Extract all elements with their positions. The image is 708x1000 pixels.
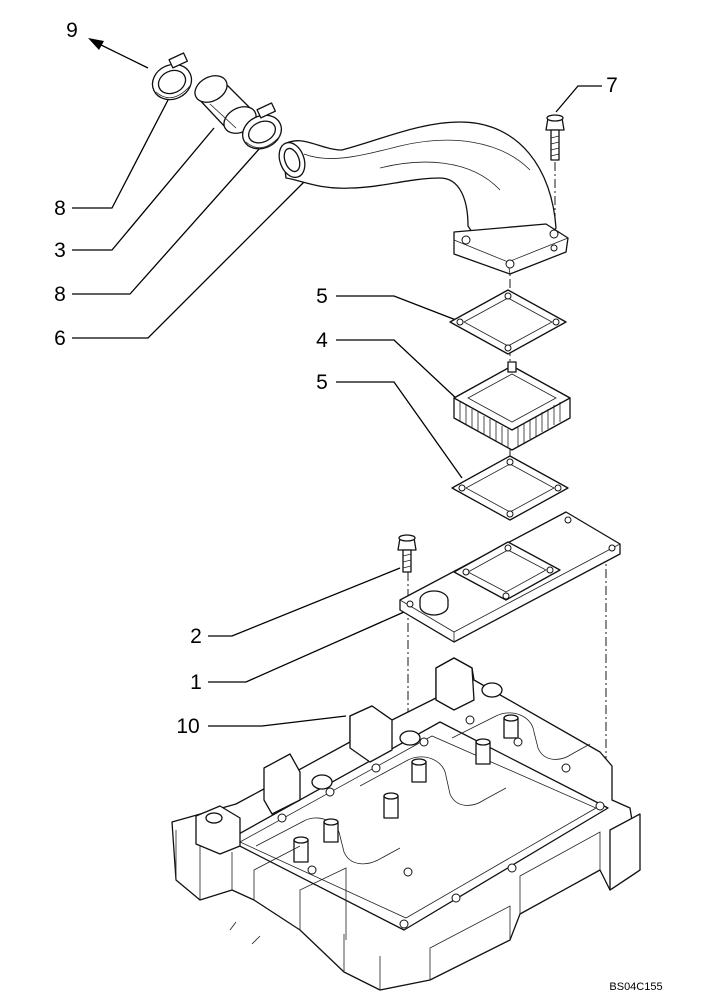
gasket-upper — [449, 289, 567, 355]
leader-6 — [72, 181, 305, 339]
finned-heater-block — [453, 361, 571, 451]
drawing-code: BS04C155 — [609, 981, 662, 993]
callout-8-top: 8 — [54, 197, 66, 220]
leader-1 — [208, 611, 405, 683]
arrow-icon — [88, 38, 104, 50]
callout-8-lower: 8 — [54, 283, 66, 306]
leader-4 — [336, 339, 459, 401]
callout-5-upper: 5 — [316, 285, 328, 308]
callout-6: 6 — [54, 327, 66, 350]
leader-7 — [555, 85, 602, 113]
leader-5-upper — [336, 295, 457, 321]
gasket-lower — [451, 455, 569, 521]
hose-clamp-upper — [151, 52, 193, 101]
leader-3 — [72, 127, 215, 251]
leader-10 — [208, 715, 347, 727]
leader-8-lower — [72, 147, 261, 295]
bolt-lower — [397, 534, 417, 573]
callout-2: 2 — [190, 625, 202, 648]
callout-10: 10 — [176, 715, 199, 738]
hose-clamp-lower — [242, 102, 282, 150]
intake-cover-plate — [399, 511, 621, 643]
cylinder-head — [171, 657, 641, 991]
callout-7: 7 — [606, 74, 618, 97]
sleeve — [194, 75, 257, 134]
leader-9 — [94, 41, 149, 69]
leader-8-top — [72, 99, 169, 209]
leader-2 — [208, 567, 401, 637]
leader-5-lower — [336, 381, 463, 479]
leader-lines — [72, 38, 602, 727]
callout-9: 9 — [66, 19, 78, 42]
callout-labels: 9 7 8 3 8 6 5 4 5 2 1 10 — [54, 19, 618, 738]
callout-5-lower: 5 — [316, 371, 328, 394]
bolt-upper — [545, 114, 565, 161]
callout-3: 3 — [54, 239, 66, 262]
intake-elbow — [278, 121, 569, 275]
callout-4: 4 — [316, 329, 328, 352]
callout-1: 1 — [190, 671, 202, 694]
